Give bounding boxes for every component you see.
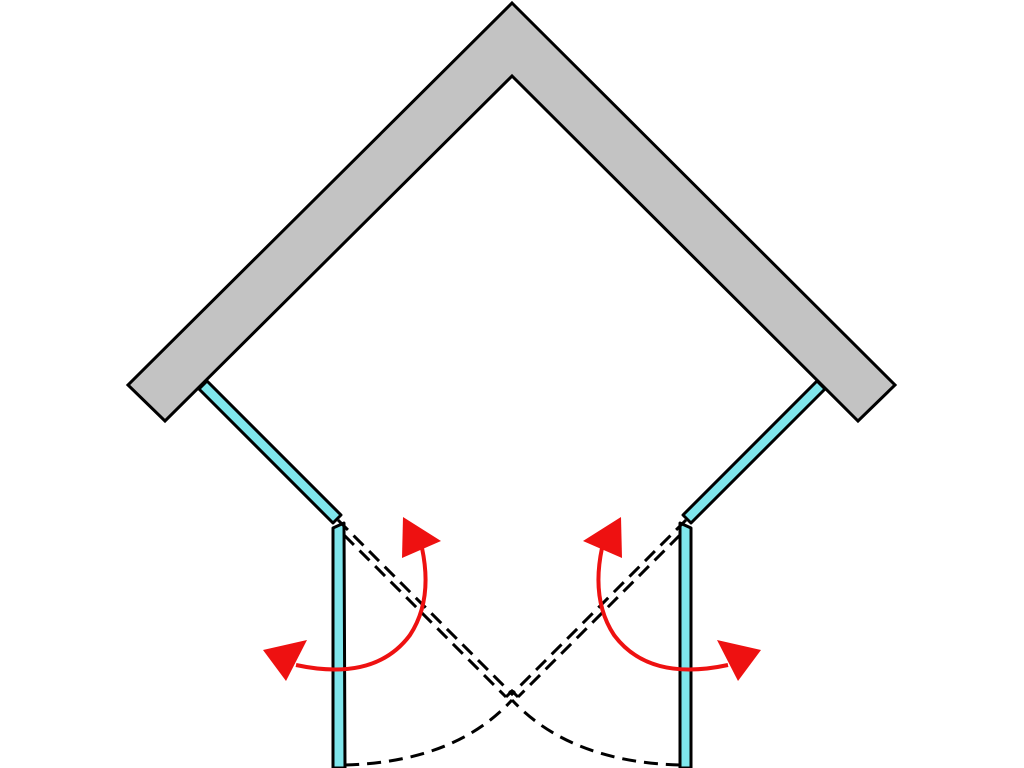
- right-door-swing-path: [510, 698, 681, 767]
- left-door-swing-path: [344, 698, 514, 767]
- left-arrowhead-up: [402, 517, 441, 558]
- right-door-open-position: [509, 518, 688, 699]
- right-fixed-panel: [681, 379, 827, 525]
- right-door: [678, 521, 693, 768]
- left-fixed-panel: [197, 379, 343, 525]
- right-arrowhead-right: [717, 640, 761, 681]
- corner-wall: [125, 0, 898, 424]
- left-door: [331, 521, 347, 768]
- left-door-swing-arrow: [263, 517, 441, 681]
- right-door-swing-arrow: [583, 517, 761, 681]
- left-arrowhead-left: [263, 640, 307, 681]
- right-arrowhead-up: [583, 517, 622, 558]
